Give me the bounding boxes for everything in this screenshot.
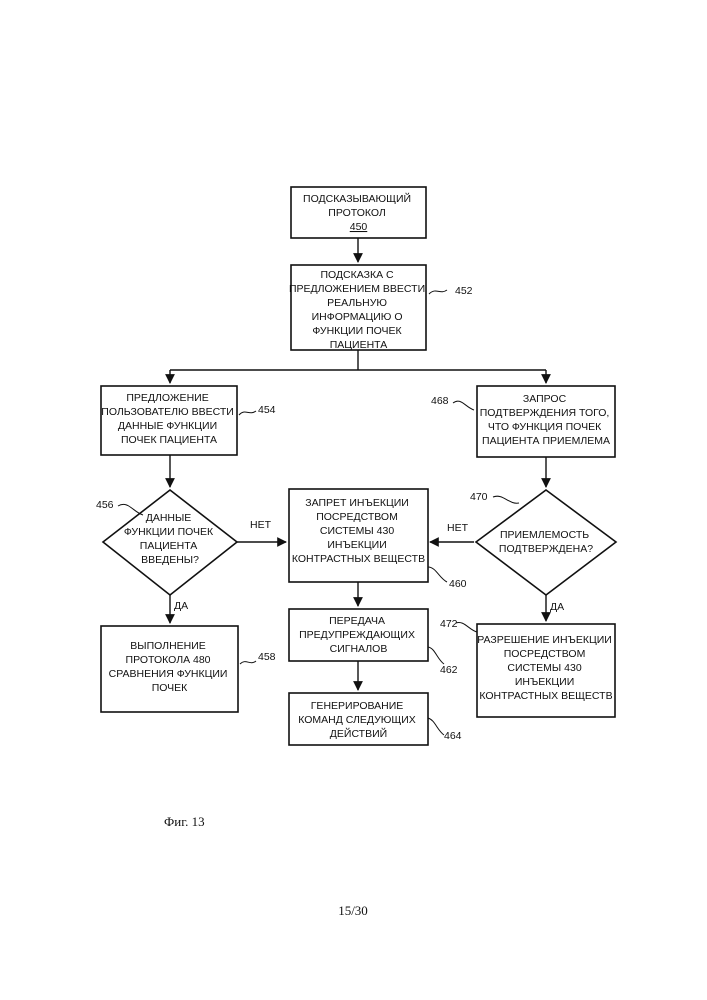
ref-470: 470 (470, 491, 519, 503)
edge-label-yes-right: ДА (550, 601, 564, 613)
ref-452: 452 (429, 285, 473, 297)
page-number: 15/30 (338, 903, 368, 918)
ref-458: 458 (240, 651, 276, 664)
ref-460-label: 460 (449, 578, 467, 590)
ref-462-label: 462 (440, 664, 458, 676)
node-464: ГЕНЕРИРОВАНИЕ КОМАНД СЛЕДУЮЩИХ ДЕЙСТВИЙ (289, 693, 428, 745)
ref-468-label: 468 (431, 395, 449, 407)
figure-caption: Фиг. 13 (164, 814, 205, 829)
node-454: ПРЕДЛОЖЕНИЕ ПОЛЬЗОВАТЕЛЮ ВВЕСТИ ДАННЫЕ Ф… (101, 386, 237, 455)
node-458: ВЫПОЛНЕНИЕ ПРОТОКОЛА 480 СРАВНЕНИЯ ФУНКЦ… (101, 626, 238, 712)
ref-456-label: 456 (96, 499, 114, 511)
node-472: РАЗРЕШЕНИЕ ИНЪЕКЦИИ ПОСРЕДСТВОМ СИСТЕМЫ … (477, 624, 615, 717)
ref-458-label: 458 (258, 651, 276, 663)
ref-452-label: 452 (455, 285, 473, 297)
ref-454: 454 (239, 404, 276, 416)
node-450: ПОДСКАЗЫВАЮЩИЙ ПРОТОКОЛ 450 (291, 187, 426, 238)
ref-464: 464 (428, 718, 462, 742)
node-460: ЗАПРЕТ ИНЪЕКЦИИ ПОСРЕДСТВОМ СИСТЕМЫ 430 … (289, 489, 428, 582)
ref-464-label: 464 (444, 730, 462, 742)
ref-468: 468 (431, 395, 474, 410)
node-452: ПОДСКАЗКА С ПРЕДЛОЖЕНИЕМ ВВЕСТИ РЕАЛЬНУЮ… (289, 265, 428, 351)
ref-462: 462 (428, 647, 458, 676)
node-462: ПЕРЕДАЧА ПРЕДУПРЕЖДАЮЩИХ СИГНАЛОВ (289, 609, 428, 661)
ref-470-label: 470 (470, 491, 488, 503)
node-470-decision: ПРИЕМЛЕМОСТЬ ПОДТВЕРЖДЕНА? (476, 490, 616, 595)
ref-456: 456 (96, 499, 143, 515)
node-456-decision: ДАННЫЕ ФУНКЦИИ ПОЧЕК ПАЦИЕНТА ВВЕДЕНЫ? (103, 490, 237, 595)
ref-472-label: 472 (440, 618, 458, 630)
ref-460: 460 (428, 567, 467, 590)
edge-label-no-left: НЕТ (250, 519, 272, 531)
edge-label-no-right: НЕТ (447, 522, 469, 534)
ref-454-label: 454 (258, 404, 276, 416)
ref-472: 472 (440, 618, 477, 632)
node-468: ЗАПРОС ПОДТВЕРЖДЕНИЯ ТОГО, ЧТО ФУНКЦИЯ П… (477, 386, 615, 457)
edge-label-yes-left: ДА (174, 600, 188, 612)
